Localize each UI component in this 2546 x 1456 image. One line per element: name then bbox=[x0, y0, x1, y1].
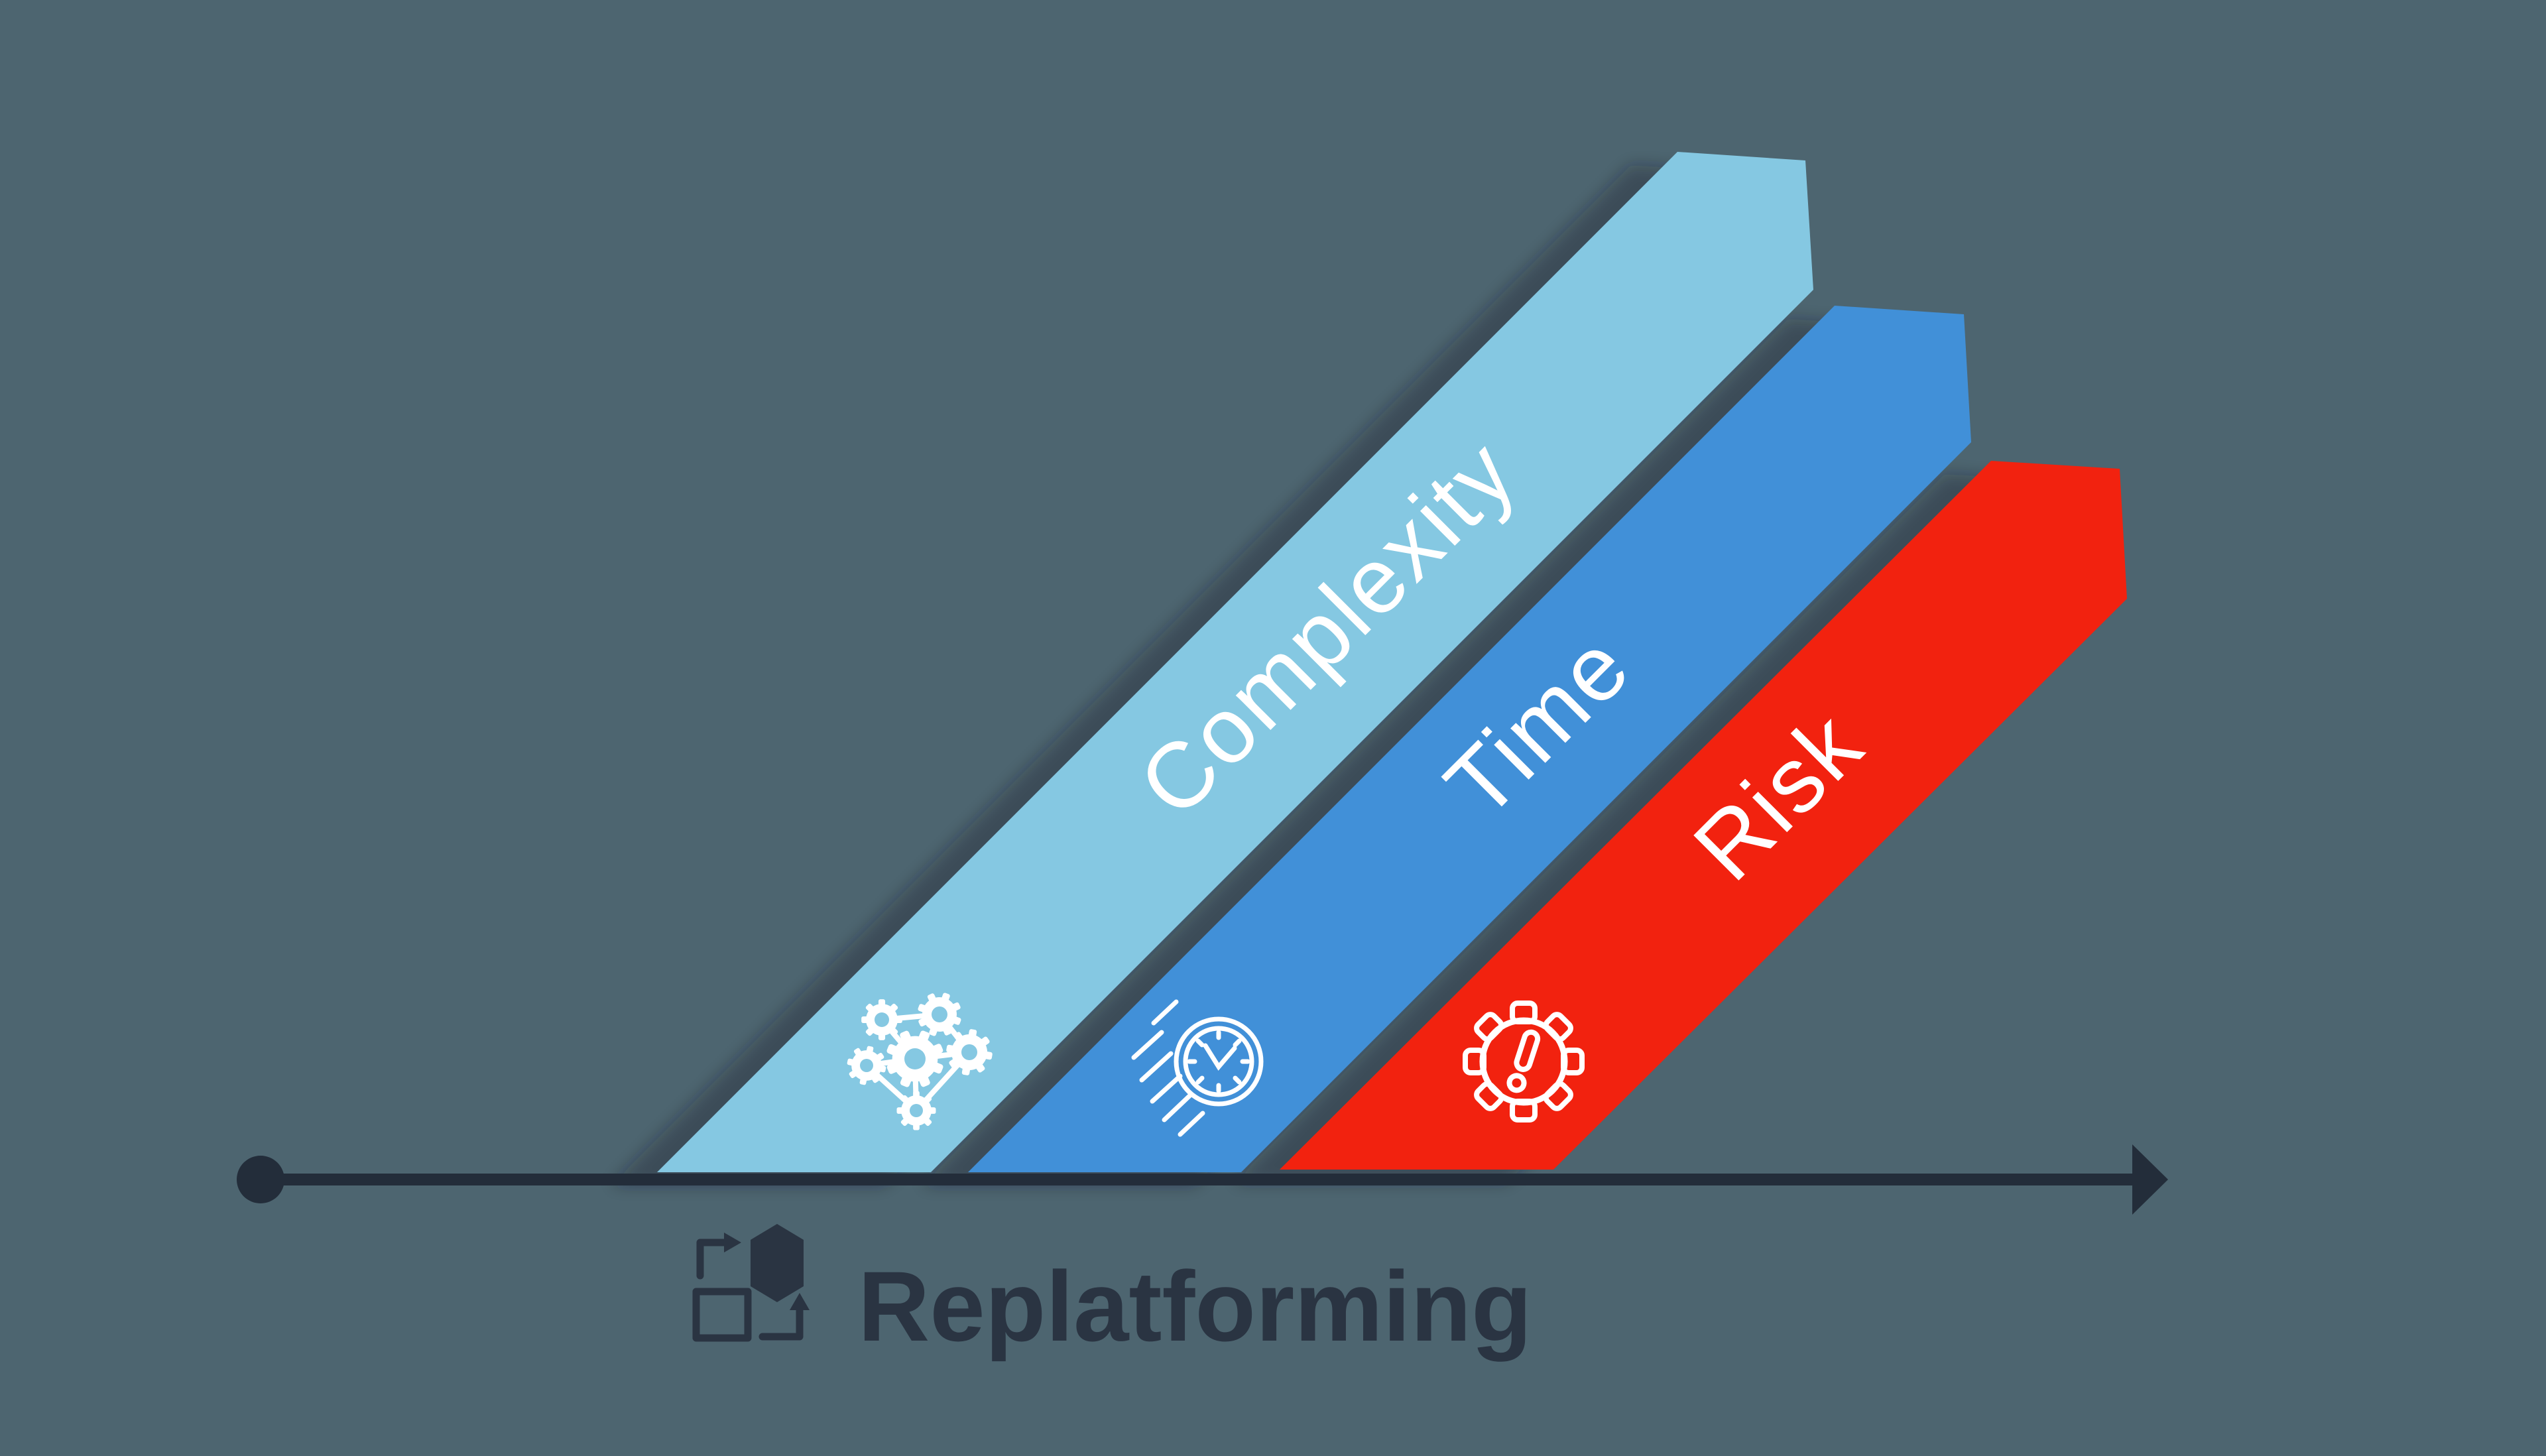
axis-label: Replatforming bbox=[858, 1250, 1532, 1362]
axis-start-dot bbox=[237, 1156, 284, 1203]
network-gears-icon bbox=[843, 986, 997, 1130]
axis bbox=[237, 1144, 2168, 1215]
alert-gear-icon bbox=[1463, 1001, 1585, 1122]
swap-arrow-up-head bbox=[790, 1293, 810, 1310]
hexagon-shape bbox=[751, 1224, 804, 1302]
time-arrow-band bbox=[968, 306, 1971, 1172]
complexity-arrow-band bbox=[657, 152, 1813, 1172]
axis-right-arrowhead-icon bbox=[2132, 1144, 2168, 1215]
replatform-swap-icon bbox=[692, 1224, 810, 1342]
risk-arrow-band bbox=[1280, 461, 2127, 1170]
swap-arrow-right-head bbox=[724, 1233, 741, 1252]
speeding-clock-icon bbox=[1131, 999, 1264, 1137]
